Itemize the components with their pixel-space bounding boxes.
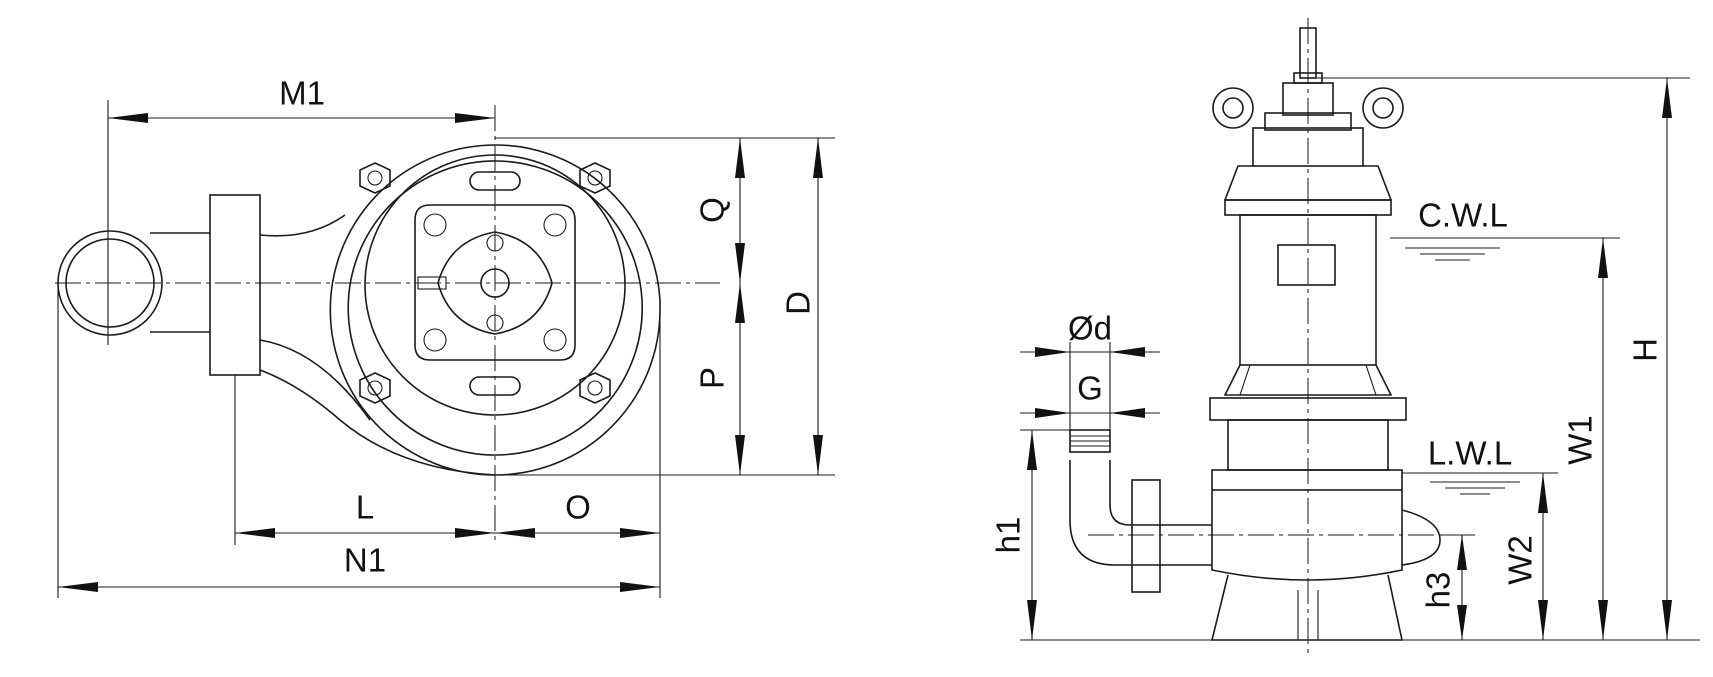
arrow-head bbox=[1598, 238, 1608, 278]
plate-bolt bbox=[423, 213, 447, 237]
arrow-head bbox=[1662, 600, 1672, 640]
arrow-head bbox=[1538, 473, 1548, 513]
lifting-eye-left bbox=[1212, 87, 1254, 129]
arrow-head bbox=[735, 283, 745, 323]
label-g: G bbox=[1077, 370, 1103, 407]
arrow-head bbox=[735, 435, 745, 475]
lifting-eye-left-hole bbox=[1222, 97, 1244, 119]
arrow-head bbox=[620, 528, 660, 538]
arrow-head bbox=[1035, 408, 1070, 418]
label-q: Q bbox=[694, 197, 731, 223]
bolt-washer bbox=[587, 170, 603, 186]
pump-base bbox=[1210, 574, 1403, 641]
side-view: Ød G C.W.L L.W.L H W1 W2 bbox=[990, 18, 1700, 655]
arrow-head bbox=[1598, 600, 1608, 640]
arrow-head bbox=[1110, 408, 1145, 418]
plate-bolt bbox=[423, 328, 447, 352]
arrow-head bbox=[1457, 605, 1467, 640]
bolt-head bbox=[579, 372, 611, 404]
bolt-head bbox=[579, 162, 611, 194]
bolt-washer bbox=[367, 170, 383, 186]
discharge-neck-top bbox=[259, 214, 346, 237]
label-w1: W1 bbox=[1562, 415, 1599, 465]
volute-outlet bbox=[1401, 509, 1441, 566]
nameplate bbox=[1277, 244, 1336, 286]
arrow-head bbox=[735, 243, 745, 283]
label-w2: W2 bbox=[1502, 535, 1539, 585]
bolt-head bbox=[359, 372, 391, 404]
label-phi-d: Ød bbox=[1068, 310, 1112, 347]
motor-plate-bolts bbox=[423, 213, 567, 352]
label-d: D bbox=[780, 291, 817, 315]
label-l: L bbox=[356, 489, 374, 526]
label-m1: M1 bbox=[279, 75, 325, 112]
top-view: M1 Q P D L O N1 bbox=[55, 75, 835, 598]
plate-bolt bbox=[543, 328, 567, 352]
arrow-head bbox=[813, 435, 823, 475]
lifting-eye-right bbox=[1362, 87, 1404, 129]
casing-bolts bbox=[359, 162, 611, 404]
arrow-head bbox=[620, 582, 660, 592]
motor-plate bbox=[414, 204, 576, 361]
arrow-head bbox=[1110, 347, 1145, 357]
arrow-head bbox=[1538, 600, 1548, 640]
label-h: H bbox=[1627, 338, 1664, 362]
cable-gland-plate bbox=[437, 231, 553, 335]
label-lwl: L.W.L bbox=[1428, 435, 1512, 472]
volute-casing bbox=[259, 144, 661, 476]
bolt-head bbox=[359, 162, 391, 194]
arrow-head bbox=[813, 138, 823, 178]
elbow-outer bbox=[1069, 460, 1212, 566]
pump-flange bbox=[1211, 469, 1403, 491]
discharge-flange-side bbox=[1131, 479, 1161, 593]
arrow-head bbox=[108, 113, 148, 123]
arrow-head bbox=[1662, 78, 1672, 118]
label-n1: N1 bbox=[344, 542, 386, 579]
arrow-head bbox=[235, 528, 275, 538]
arrow-head bbox=[495, 528, 535, 538]
arrow-head bbox=[1027, 600, 1037, 640]
arrow-head bbox=[1035, 347, 1070, 357]
lifting-eye-right-hole bbox=[1372, 97, 1394, 119]
arrow-head bbox=[455, 528, 495, 538]
label-h1: h1 bbox=[990, 517, 1027, 554]
top-cap-base bbox=[1264, 112, 1352, 131]
motor-ribs bbox=[1239, 364, 1377, 396]
arrow-head bbox=[1027, 430, 1037, 470]
arrow-head bbox=[455, 113, 495, 123]
discharge-flange bbox=[209, 194, 261, 376]
plate-bolt bbox=[543, 213, 567, 237]
elbow-inner bbox=[1109, 460, 1212, 526]
label-h3: h3 bbox=[1420, 572, 1457, 609]
discharge-neck-bottom bbox=[259, 339, 371, 421]
arrow-head bbox=[58, 582, 98, 592]
motor-flare bbox=[1223, 364, 1393, 396]
bolt-washer bbox=[367, 380, 383, 396]
label-o: O bbox=[565, 489, 591, 526]
top-cap bbox=[1282, 82, 1334, 116]
motor-body bbox=[1239, 214, 1377, 366]
motor-head bbox=[1252, 127, 1364, 167]
label-cwl: C.W.L bbox=[1418, 197, 1508, 234]
arrow-head bbox=[1457, 535, 1467, 570]
bolt-washer bbox=[587, 380, 603, 396]
arrow-head bbox=[735, 138, 745, 178]
volute-side bbox=[1211, 490, 1403, 581]
label-p: P bbox=[694, 367, 731, 389]
